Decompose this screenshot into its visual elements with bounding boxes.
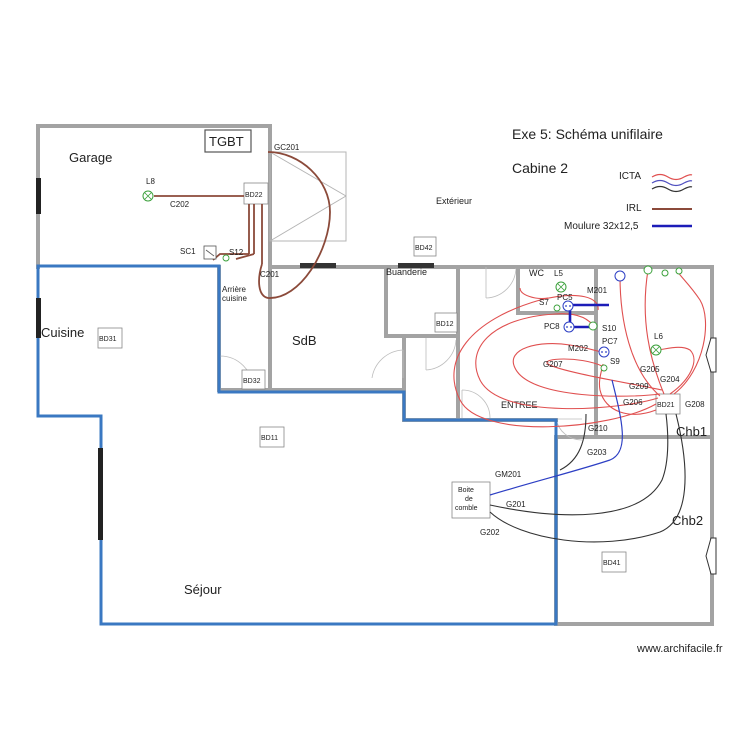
sdb-room — [268, 336, 406, 422]
label-g202: G202 — [480, 528, 500, 537]
label-g205: G205 — [640, 365, 660, 374]
legend-moulure-label: Moulure 32x12,5 — [564, 221, 639, 232]
sdb-window — [300, 263, 336, 268]
room-exterieur: Extérieur — [436, 196, 472, 206]
label-g201: G201 — [506, 500, 526, 509]
label-g209: G209 — [629, 382, 649, 391]
bd11-box: BD11 — [259, 426, 285, 448]
room-chb1: Chb1 — [676, 424, 707, 439]
light-l5 — [555, 281, 567, 293]
circuit-labels: GC201 L8 C202 SC1 S12 C201 L5 S7 PC5 M20… — [146, 143, 705, 537]
gm201-run — [489, 379, 623, 496]
label-s7: S7 — [539, 298, 549, 307]
bd12-box: BD12 — [434, 312, 458, 333]
boite-de-comble: Boite de comble — [451, 481, 491, 519]
switch-s7 — [553, 304, 561, 312]
switch-s9 — [600, 364, 608, 372]
room-buanderie: Buanderie — [386, 267, 427, 277]
label-s9: S9 — [610, 357, 620, 366]
room-entree: ENTREE — [501, 400, 538, 410]
switch-s12 — [222, 254, 230, 262]
socket-pc8 — [563, 321, 575, 333]
bd22-box: BD22 — [243, 182, 269, 205]
boite-label-2: de — [465, 496, 473, 503]
label-g206: G206 — [623, 398, 643, 407]
bd32-label: BD32 — [243, 378, 261, 385]
carport-outline — [269, 151, 347, 242]
switch-sc1 — [203, 245, 217, 260]
bd41-label: BD41 — [603, 560, 621, 567]
label-g207: G207 — [543, 360, 563, 369]
tgbt-box — [204, 129, 252, 153]
label-gc201: GC201 — [274, 143, 300, 152]
switch-s10 — [588, 321, 598, 331]
label-g208: G208 — [685, 400, 705, 409]
bd32-box: BD32 — [241, 369, 266, 390]
bd11-label: BD11 — [261, 435, 278, 442]
legend-icta-swatch — [651, 173, 693, 193]
bd42-box: BD42 — [413, 236, 437, 257]
diagram-subtitle: Cabine 2 — [512, 160, 568, 176]
label-c202: C202 — [170, 200, 190, 209]
boite-label-1: Boite — [458, 487, 474, 494]
bd42-label: BD42 — [415, 245, 433, 252]
irl-circuits — [154, 151, 331, 299]
label-c201: C201 — [260, 270, 280, 279]
room-garage: Garage — [69, 150, 112, 165]
room-sdb: SdB — [292, 333, 317, 348]
label-m202: M202 — [568, 344, 589, 353]
bd22-label: BD22 — [245, 192, 263, 199]
icta-circuits — [453, 269, 707, 428]
label-pc5: PC5 — [557, 293, 573, 302]
sejour-window — [98, 448, 103, 540]
watermark: www.archifacile.fr — [636, 643, 723, 655]
chb1-top-devices — [614, 265, 683, 282]
living-zone-outline — [36, 264, 558, 626]
bd12-label: BD12 — [436, 321, 454, 328]
room-arriere-cuisine-2: cuisine — [222, 294, 247, 303]
black-circuits — [489, 413, 686, 543]
label-g203: G203 — [587, 448, 607, 457]
room-sejour: Séjour — [184, 582, 222, 597]
label-pc7: PC7 — [602, 337, 618, 346]
buanderie-room — [384, 265, 460, 371]
light-l8 — [142, 190, 154, 202]
label-g204: G204 — [660, 375, 680, 384]
bd41-box: BD41 — [601, 551, 627, 573]
tgbt-label: TGBT — [209, 134, 244, 149]
label-sc1: SC1 — [180, 247, 196, 256]
socket-pc7 — [598, 346, 610, 358]
room-chb2: Chb2 — [672, 513, 703, 528]
bd31-box: BD31 — [97, 327, 123, 349]
room-arriere-cuisine-1: Arrière — [222, 285, 247, 294]
label-gm201: GM201 — [495, 470, 522, 479]
bd21-box: BD21 — [655, 393, 681, 415]
cuisine-window — [36, 298, 41, 338]
buanderie-window — [398, 263, 434, 268]
room-wc: WC — [529, 268, 544, 278]
diagram-title: Exe 5: Schéma unifilaire — [512, 126, 663, 142]
label-l6: L6 — [654, 332, 663, 341]
label-s12: S12 — [229, 248, 244, 257]
entree-walls — [402, 267, 583, 441]
garage-window — [36, 178, 41, 214]
chb2-window — [705, 537, 717, 575]
chb1-window — [705, 337, 717, 373]
socket-pc5 — [562, 300, 574, 312]
label-s10: S10 — [602, 324, 617, 333]
room-cuisine: Cuisine — [41, 325, 84, 340]
boite-label-3: comble — [455, 505, 478, 512]
light-l6 — [650, 344, 662, 356]
bd31-label: BD31 — [99, 336, 117, 343]
label-l5: L5 — [554, 269, 563, 278]
label-pc8: PC8 — [544, 322, 560, 331]
label-g210: G210 — [588, 424, 608, 433]
legend-icta-label: ICTA — [619, 171, 641, 182]
label-l8: L8 — [146, 177, 155, 186]
legend-irl-label: IRL — [626, 203, 642, 214]
label-m201: M201 — [587, 286, 608, 295]
bd21-label: BD21 — [657, 402, 675, 409]
